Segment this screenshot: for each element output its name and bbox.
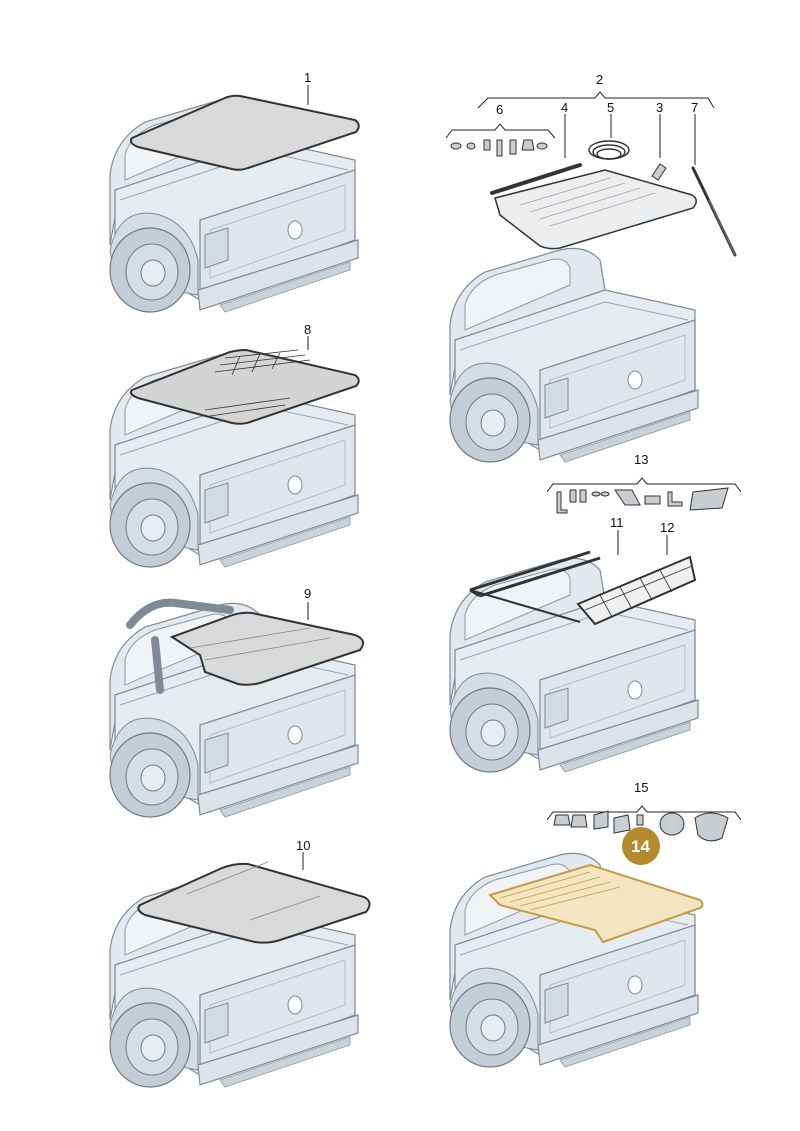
callout-label-9: 9 [304, 586, 311, 601]
callout-label-12: 12 [660, 520, 674, 535]
cover-panel-part [494, 169, 697, 250]
callout-label-15: 15 [634, 780, 648, 795]
panel-roller-shutter: 15 14 [449, 780, 742, 1068]
highlight-badge[interactable] [622, 827, 660, 865]
panel-hardware-kit: 2 6 4 5 3 7 [445, 72, 737, 463]
roller-shutter-part [488, 863, 704, 944]
weather-strip-part [490, 163, 582, 195]
callout-label-1: 1 [304, 70, 311, 85]
cargo-net-part [576, 555, 697, 626]
callout-label-13: 13 [634, 452, 648, 467]
callout-label-8: 8 [304, 322, 311, 337]
tonneau-cover-part [129, 94, 360, 171]
group-bracket-2 [477, 91, 715, 109]
mesh-pattern [204, 349, 311, 417]
callout-label-6: 6 [496, 102, 503, 117]
panel-net-cover: 8 [109, 322, 360, 568]
group-bracket-15 [546, 805, 742, 821]
callout-label-5: 5 [607, 100, 614, 115]
mounting-kit-icon [556, 487, 729, 514]
panel-roll-cover: 13 11 12 [449, 452, 742, 773]
callout-label-11: 11 [610, 515, 624, 530]
callout-label-3: 3 [656, 100, 663, 115]
callout-label-10: 10 [296, 838, 310, 853]
callout-label-14: 14 [631, 837, 650, 856]
folding-cover-part [137, 862, 371, 944]
panel-hard-cover: 1 [109, 70, 360, 313]
mesh-cover-part [129, 348, 360, 425]
seal-coil-part [588, 140, 630, 160]
callout-label-7: 7 [691, 100, 698, 115]
group-bracket-6 [445, 123, 556, 139]
callout-label-4: 4 [561, 100, 568, 115]
bracket-bolt-part [651, 163, 667, 181]
group-bracket-13 [546, 477, 742, 493]
callout-label-2: 2 [596, 72, 603, 87]
truck-illustration [449, 247, 699, 463]
fitting-kit-icon [553, 810, 729, 842]
panel-tri-fold-cover: 10 [109, 838, 371, 1088]
panel-sport-cover: 9 [109, 586, 365, 818]
fastener-set-icon [450, 139, 548, 157]
